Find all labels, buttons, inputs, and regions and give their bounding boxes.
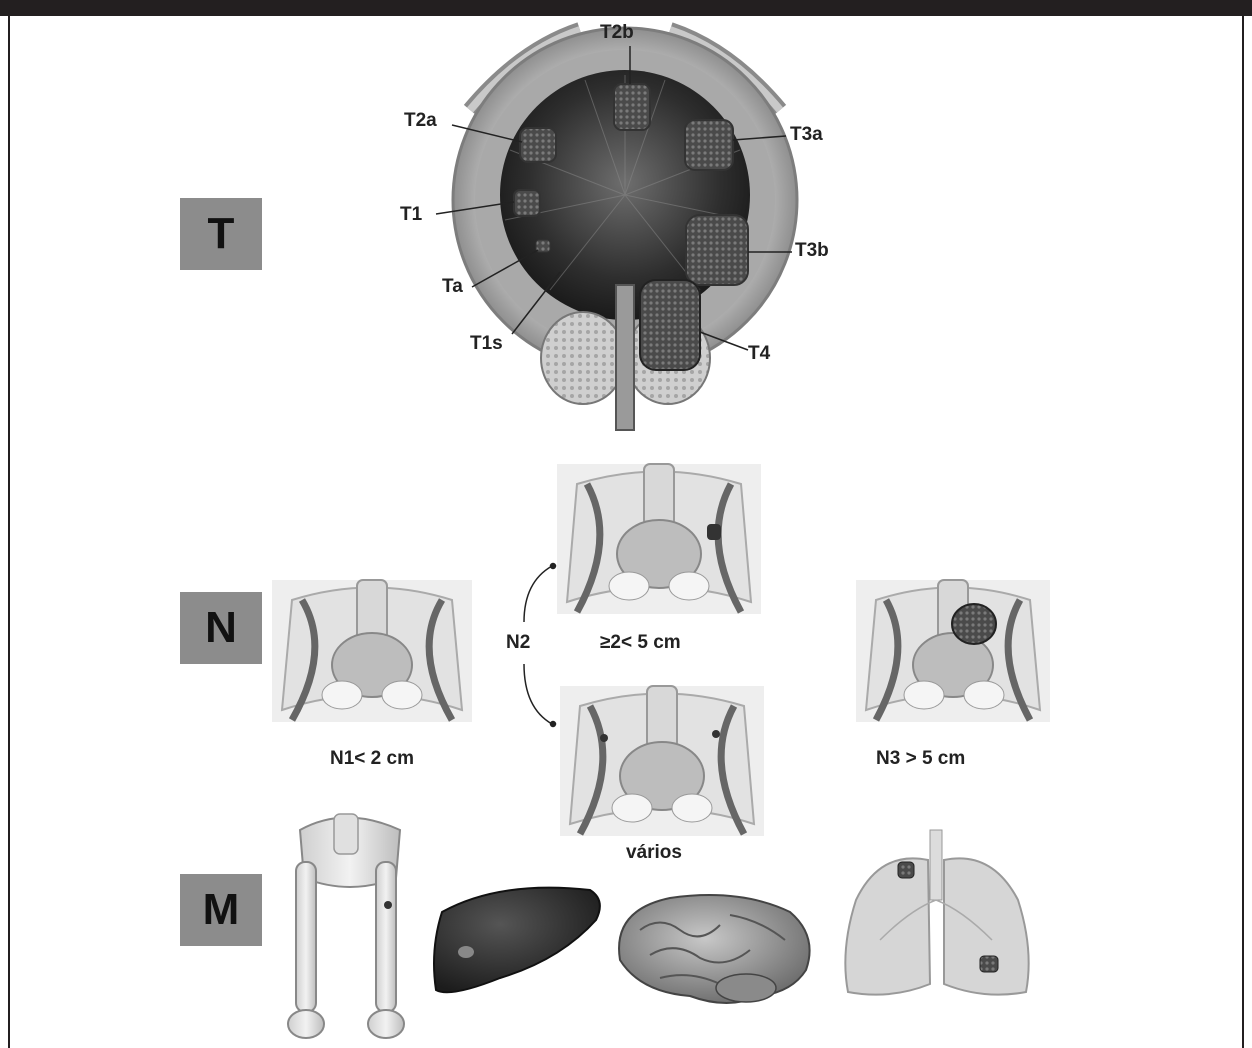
label-t1s: T1s: [470, 333, 503, 355]
bone-skeleton: [288, 814, 404, 1038]
label-n3: N3 > 5 cm: [876, 748, 965, 770]
lungs: [845, 830, 1028, 995]
pelvis-panel-n2-multi: [560, 686, 764, 836]
label-t2a: T2a: [404, 110, 437, 132]
brain: [619, 895, 810, 1003]
stage-m-box: M: [180, 874, 262, 946]
label-n2: N2: [506, 632, 530, 654]
label-n2-multi: vários: [626, 842, 682, 864]
pelvis-panel-n2-size: [557, 464, 761, 614]
liver: [434, 888, 600, 993]
bladder-illustration: [436, 28, 797, 430]
stage-t-box: T: [180, 198, 262, 270]
label-t2b: T2b: [600, 22, 634, 44]
label-n1: N1< 2 cm: [330, 748, 414, 770]
pelvis-panel-n3: [856, 580, 1050, 722]
label-t4: T4: [748, 343, 770, 365]
label-t1: T1: [400, 204, 422, 226]
stage-n-box: N: [180, 592, 262, 664]
pelvis-panel-n1: [272, 580, 472, 722]
label-n2-size: ≥2< 5 cm: [600, 632, 681, 654]
label-ta: Ta: [442, 276, 463, 298]
label-t3a: T3a: [790, 124, 823, 146]
label-t3b: T3b: [795, 240, 829, 262]
